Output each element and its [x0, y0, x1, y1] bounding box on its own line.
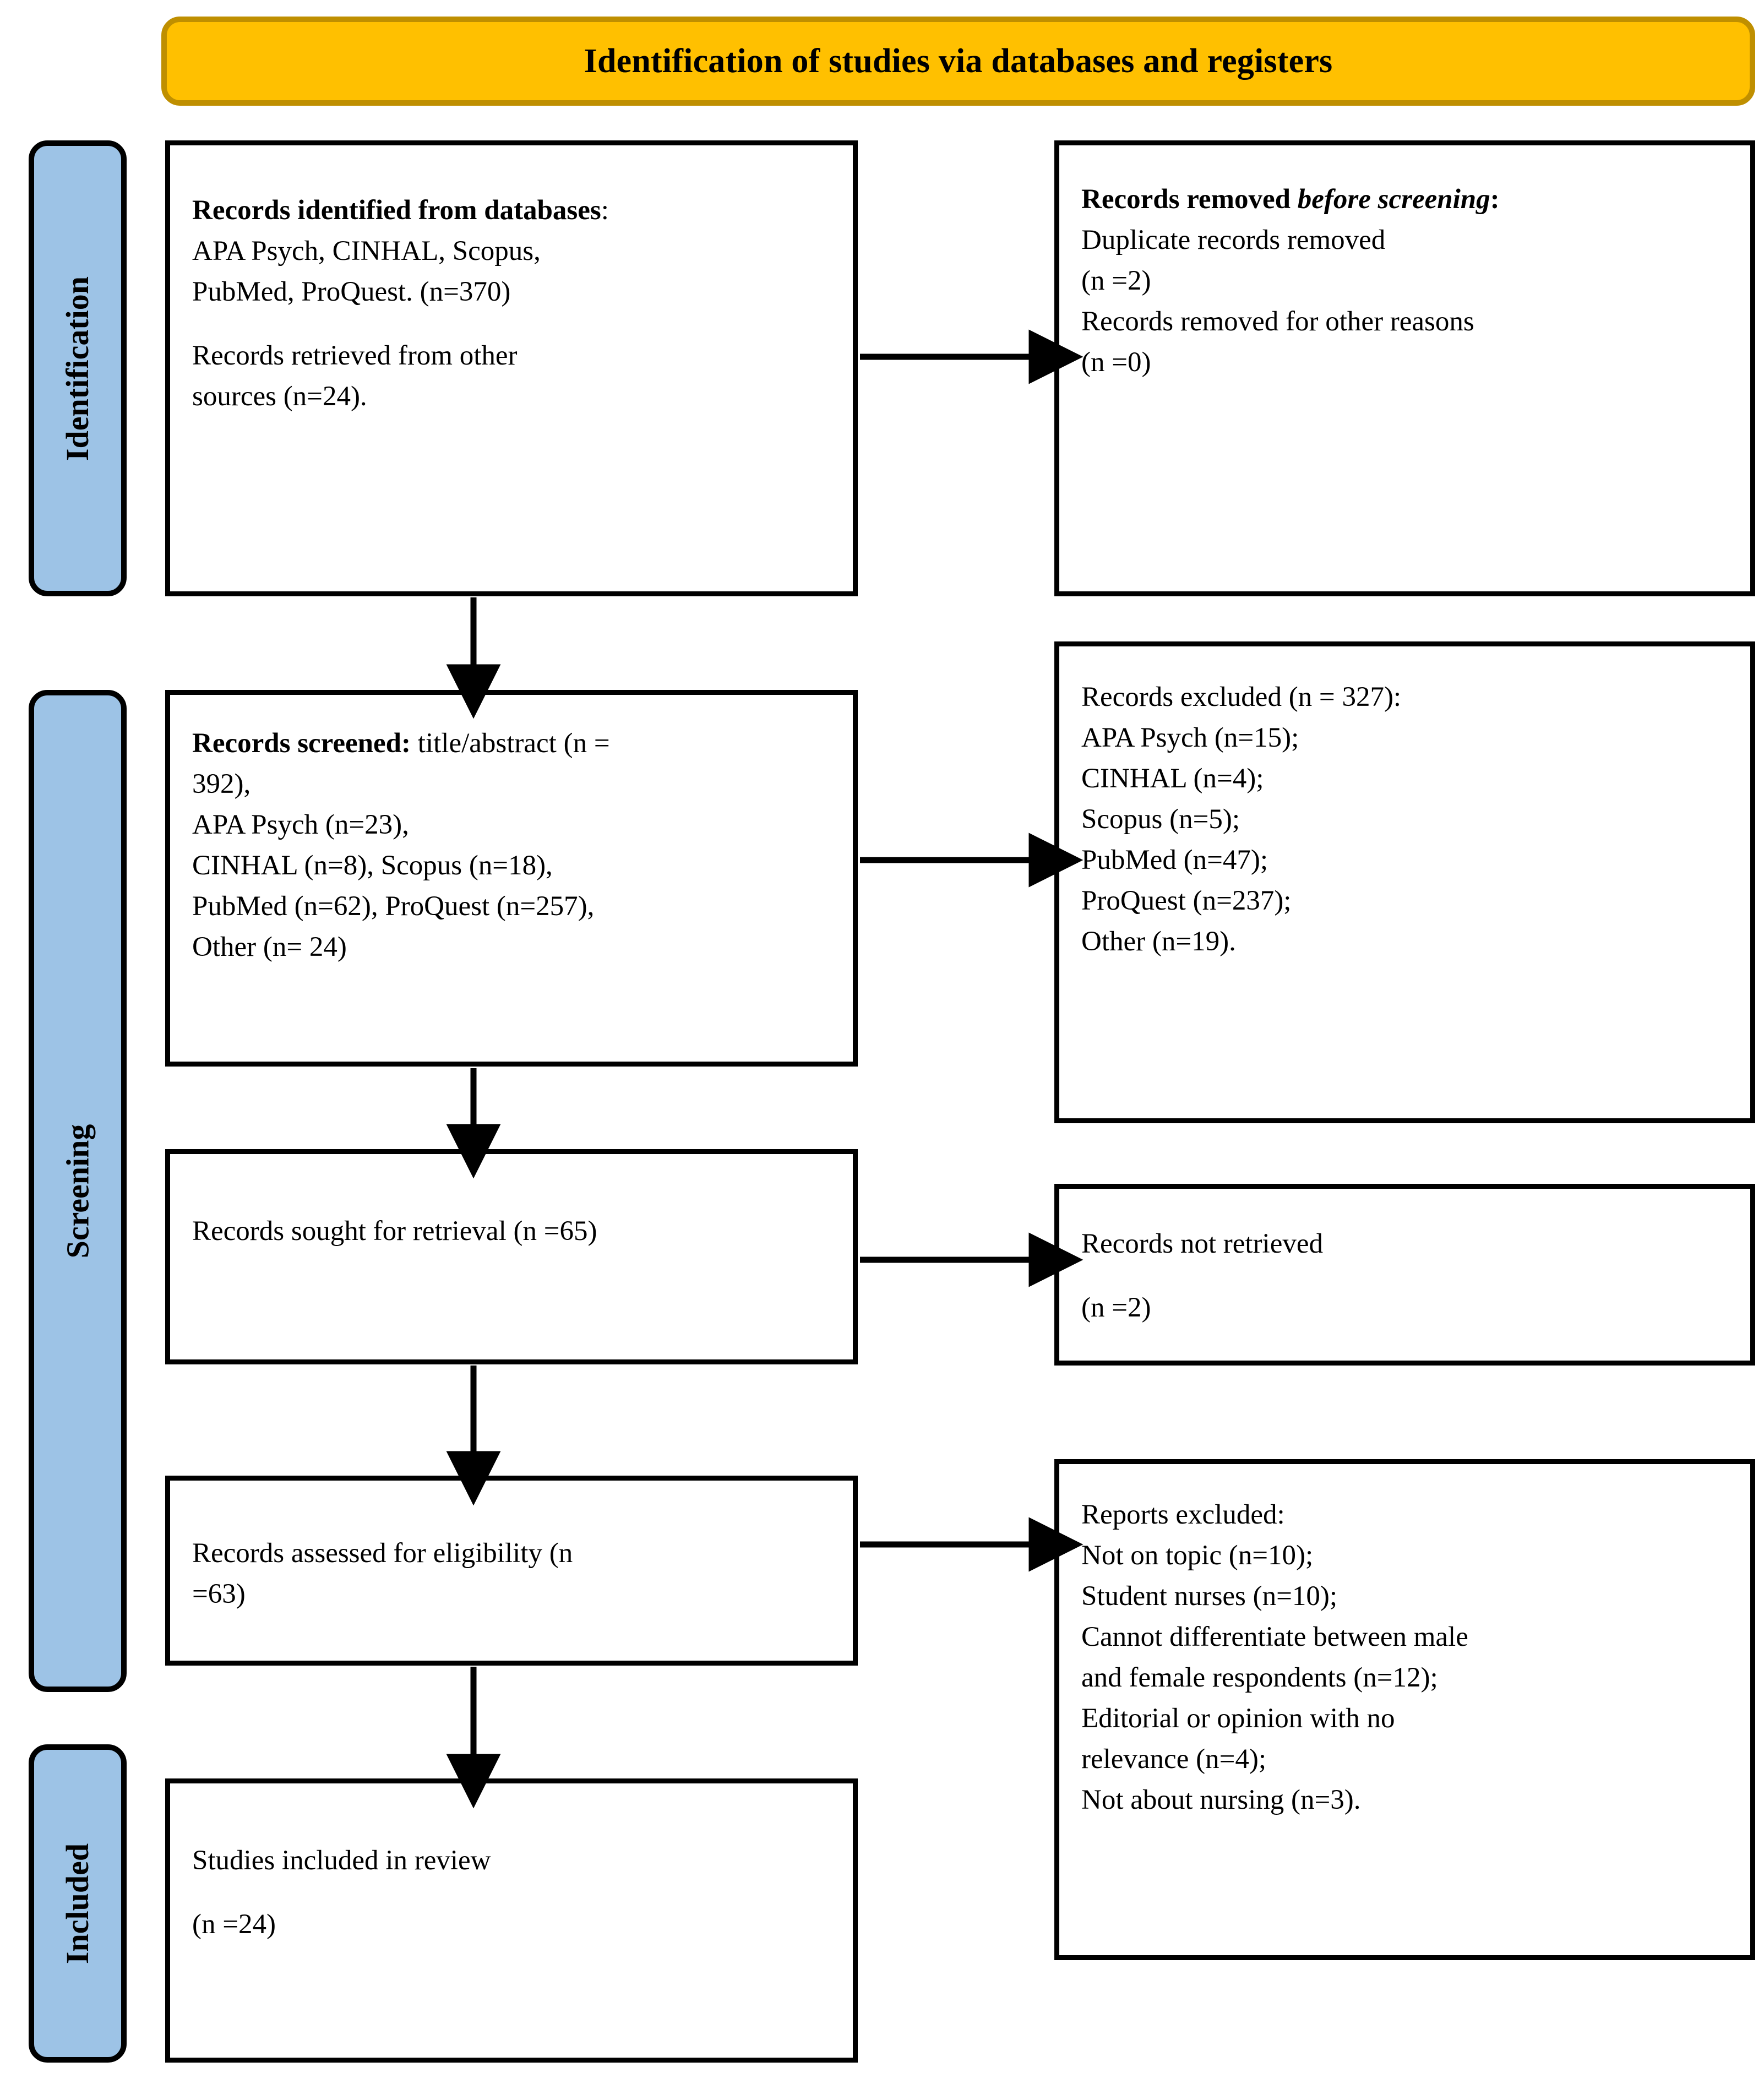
box-line: PubMed (n=62), ProQuest (n=257),: [192, 890, 595, 922]
box-line: Studies included in review: [192, 1845, 491, 1876]
box-line: CINHAL (n=8), Scopus (n=18),: [192, 850, 553, 881]
box-line: and female respondents (n=12);: [1081, 1662, 1438, 1693]
box-line: Records excluded (n = 327):: [1081, 682, 1402, 712]
box-line: Other (n= 24): [192, 931, 347, 962]
box-line: APA Psych, CINHAL, Scopus,: [192, 235, 541, 266]
box-records-excluded: Records excluded (n = 327): APA Psych (n…: [1054, 641, 1755, 1123]
box-line: Not about nursing (n=3).: [1081, 1784, 1361, 1815]
stage-label-included: Included: [59, 1843, 96, 1964]
box-line: (n =2): [1081, 1292, 1151, 1323]
heading-suffix: :: [1490, 184, 1500, 215]
box-line: relevance (n=4);: [1081, 1743, 1266, 1775]
box-line: (n =0): [1081, 346, 1151, 378]
box-line: Cannot differentiate between male: [1081, 1621, 1468, 1652]
spacer: [192, 1881, 831, 1905]
stage-bar-included: Included: [29, 1744, 127, 2063]
stage-bar-identification: Identification: [29, 140, 127, 596]
box-line: (n =2): [1081, 265, 1151, 296]
stage-label-screening: Screening: [59, 1124, 96, 1258]
box-line: APA Psych (n=15);: [1081, 722, 1299, 753]
box-heading: Records identified from databases:: [192, 191, 831, 231]
box-records-assessed-for-eligibility: Records assessed for eligibility (n =63): [165, 1476, 858, 1666]
box-line: PubMed (n=47);: [1081, 844, 1268, 875]
box-line: sources (n=24).: [192, 380, 367, 412]
box-line: Other (n=19).: [1081, 926, 1236, 957]
box-studies-included-in-review: Studies included in review (n =24): [165, 1778, 858, 2063]
heading-text: Records screened:: [192, 728, 411, 759]
box-line: CINHAL (n=4);: [1081, 763, 1264, 794]
heading-italic-text: before screening: [1297, 184, 1490, 215]
box-records-screened: Records screened: title/abstract (n = 39…: [165, 690, 858, 1067]
spacer: [192, 313, 831, 336]
stage-label-identification: Identification: [59, 276, 96, 461]
box-line: PubMed, ProQuest. (n=370): [192, 276, 511, 307]
box-records-identified: Records identified from databases: APA P…: [165, 140, 858, 596]
diagram-title-banner: Identification of studies via databases …: [161, 17, 1755, 106]
box-line: APA Psych (n=23),: [192, 809, 409, 840]
box-line: ProQuest (n=237);: [1081, 885, 1292, 916]
box-line: Not on topic (n=10);: [1081, 1540, 1314, 1571]
box-reports-excluded: Reports excluded: Not on topic (n=10); S…: [1054, 1459, 1755, 1960]
box-line: Records removed for other reasons: [1081, 306, 1474, 337]
box-line: Records not retrieved: [1081, 1228, 1324, 1259]
box-line: 392),: [192, 768, 251, 799]
box-line: (n =24): [192, 1908, 276, 1940]
box-heading: Records screened: title/abstract (n =: [192, 724, 831, 764]
box-records-removed-before-screening: Records removed before screening: Duplic…: [1054, 140, 1755, 596]
spacer: [1081, 1265, 1728, 1288]
box-heading: Records removed before screening:: [1081, 179, 1728, 220]
heading-rest: title/abstract (n =: [411, 728, 610, 759]
box-records-sought-for-retrieval: Records sought for retrieval (n =65): [165, 1149, 858, 1364]
box-records-not-retrieved: Records not retrieved (n =2): [1054, 1184, 1755, 1366]
box-line: Records retrieved from other: [192, 340, 518, 371]
box-line: Records sought for retrieval (n =65): [192, 1216, 597, 1247]
box-line: Reports excluded:: [1081, 1499, 1285, 1530]
stage-bar-screening: Screening: [29, 690, 127, 1692]
box-line: =63): [192, 1578, 246, 1609]
box-line: Editorial or opinion with no: [1081, 1702, 1395, 1734]
box-line: Student nurses (n=10);: [1081, 1580, 1338, 1612]
box-line: Duplicate records removed: [1081, 224, 1386, 255]
box-line: Scopus (n=5);: [1081, 803, 1240, 835]
heading-text: Records removed: [1081, 184, 1298, 215]
page-title: Identification of studies via databases …: [584, 42, 1333, 80]
box-line: Records assessed for eligibility (n: [192, 1538, 573, 1569]
heading-suffix: :: [601, 195, 609, 226]
heading-text: Records identified from databases: [192, 195, 601, 226]
